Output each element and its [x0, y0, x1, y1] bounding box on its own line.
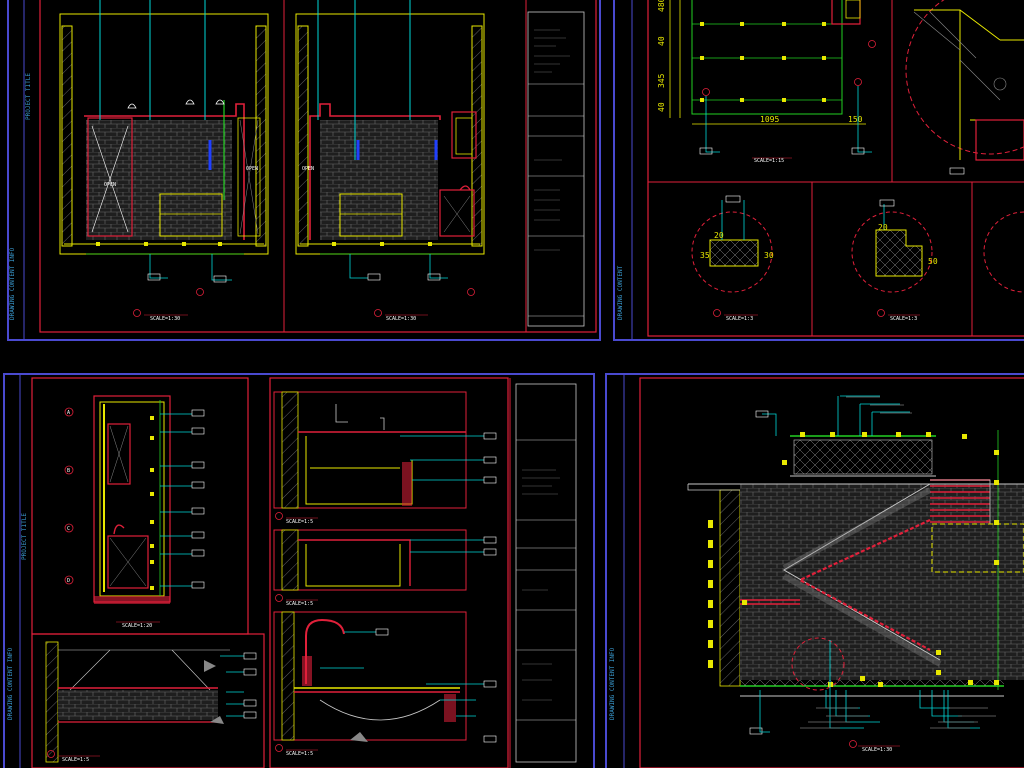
marker-a: A: [67, 410, 70, 416]
scale-label-a: SCALE=1:30: [150, 316, 180, 322]
sheet-top-right: 480 40 345 40 1095 150 SCALE=1:15: [613, 0, 1024, 341]
scale-d2: SCALE=1:5: [286, 601, 313, 607]
marker-d: D: [67, 578, 70, 584]
side-elevation: A B C D SCALE=1:20: [64, 395, 205, 629]
stair-elevation: SCALE=1:30: [687, 395, 1024, 753]
dim-v-3: 345: [657, 73, 666, 88]
svg-text:DRAWING CONTENT INFO: DRAWING CONTENT INFO: [7, 647, 14, 720]
detail-c1: 20 35 30 SCALE=1:3: [691, 195, 774, 322]
detail-d1: SCALE=1:5: [273, 391, 497, 525]
detail-d2: SCALE=1:5: [273, 529, 497, 607]
c2-dim-1: 50: [928, 257, 938, 266]
c1-dim-2: 30: [764, 251, 774, 260]
sheet-bottom-left: DRAWING CONTENT INFO PROJECT TITLE: [3, 373, 595, 768]
label-open-2: OPEN: [246, 166, 258, 172]
svg-text:DRAWING CONTENT INFO: DRAWING CONTENT INFO: [9, 247, 16, 320]
tub-section: SCALE=1:5: [45, 641, 257, 763]
svg-text:PROJECT TITLE: PROJECT TITLE: [25, 73, 32, 120]
scale-d3: SCALE=1:5: [286, 751, 313, 757]
svg-text:PROJECT TITLE: PROJECT TITLE: [21, 513, 28, 560]
scale-d1: SCALE=1:5: [286, 519, 313, 525]
dim-v-4: 40: [657, 102, 666, 112]
marker-c: C: [67, 526, 70, 532]
scale-c1: SCALE=1:3: [726, 316, 753, 322]
scale-elev: SCALE=1:20: [122, 623, 152, 629]
scale-c2: SCALE=1:3: [890, 316, 917, 322]
sheet-bottom-right: DRAWING CONTENT INFO: [605, 373, 1024, 768]
dim-v-2: 40: [657, 36, 666, 46]
title-block-1: [527, 11, 585, 327]
c2-dim-0: 20: [878, 223, 888, 232]
scale-label-b: SCALE=1:30: [386, 316, 416, 322]
c1-dim-0: 20: [714, 231, 724, 240]
scale-tub: SCALE=1:5: [62, 757, 89, 763]
c1-dim-1: 35: [700, 251, 710, 260]
detail-c2: 20 50 SCALE=1:3: [851, 199, 938, 322]
detail-d3: SCALE=1:5: [273, 611, 497, 757]
elevation-a: OPEN OPEN SCALE=1:30: [59, 0, 269, 322]
dim-v-1: 480: [657, 0, 666, 12]
label-open-1: OPEN: [104, 182, 116, 188]
scale-plan: SCALE=1:15: [754, 158, 784, 164]
scale-stair: SCALE=1:30: [862, 747, 892, 753]
svg-text:DRAWING CONTENT INFO: DRAWING CONTENT INFO: [609, 647, 616, 720]
marker-b: B: [67, 468, 70, 474]
cabinet-plan: 480 40 345 40 1095 150 SCALE=1:15: [657, 0, 876, 164]
detail-circle-top: [905, 0, 1024, 175]
dim-width: 1095: [760, 115, 779, 124]
dim-right: 150: [848, 115, 863, 124]
elevation-b: OPEN SCALE=1:30: [295, 0, 485, 322]
svg-text:DRAWING CONTENT: DRAWING CONTENT: [617, 265, 624, 320]
sheet-top-left: DRAWING CONTENT INFO PROJECT TITLE OPEN …: [7, 0, 601, 341]
label-open-3: OPEN: [302, 166, 314, 172]
